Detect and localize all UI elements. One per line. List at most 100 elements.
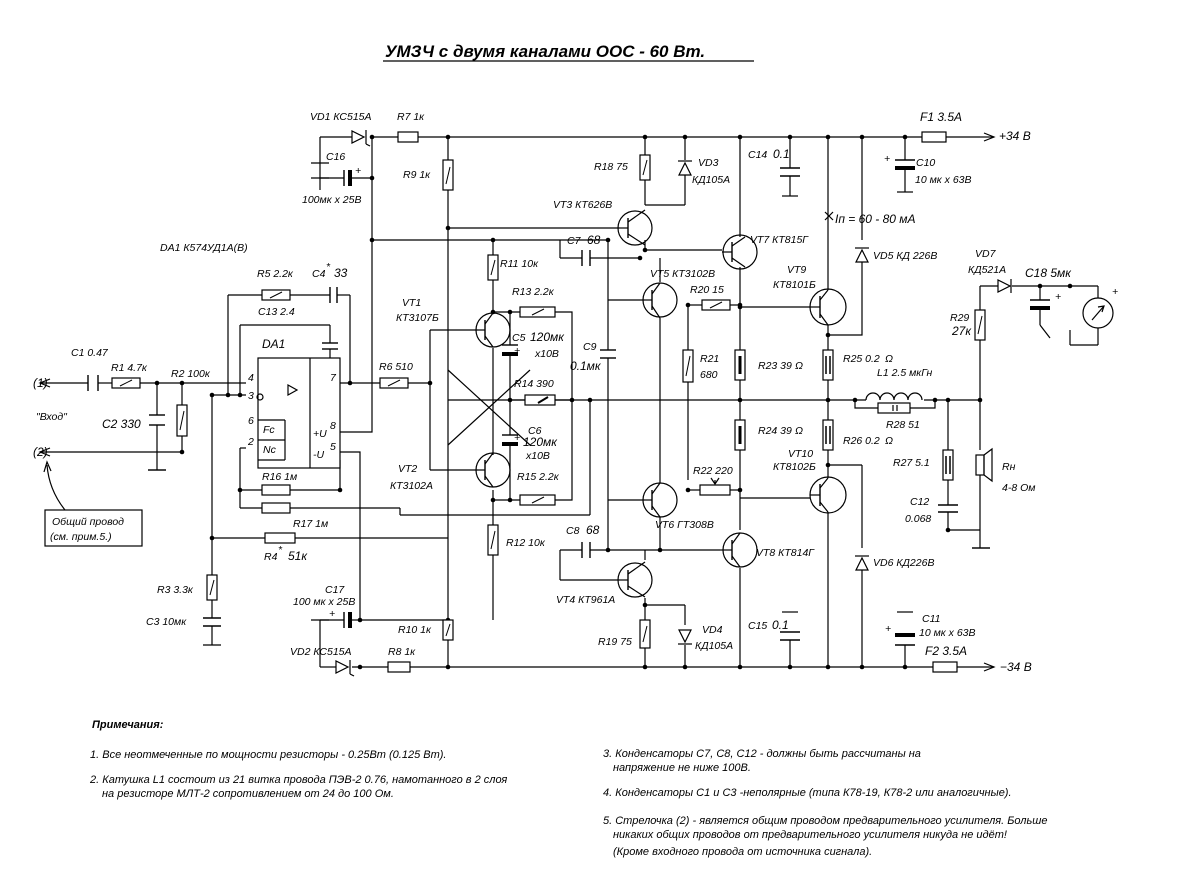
label-c10v: 10 мк х 63В (915, 174, 972, 186)
label-r18: R18 75 (594, 161, 628, 173)
wires (40, 132, 1099, 672)
label-r17: R17 1м (293, 518, 328, 530)
label-vt1t: КТ3107Б (396, 312, 439, 324)
label-c8v: 68 (586, 523, 600, 537)
label-r24-ohm: Ω (795, 425, 803, 437)
note-4: 4. Конденсаторы C1 и C3 -неполярные (тип… (603, 787, 1012, 799)
label-vminus: −34 В (1000, 660, 1032, 674)
pin-minus-u: -U (313, 449, 324, 461)
note-3a: 3. Конденсаторы C7, C8, C12 - должны быт… (603, 748, 921, 760)
label-c3: C3 10мк (146, 616, 187, 628)
label-vt3: VT3 КТ626В (553, 199, 612, 211)
meter-symbol (1082, 297, 1114, 329)
label-r20: R20 15 (690, 284, 724, 296)
label-f2: F2 3.5А (925, 644, 967, 658)
op-amp-da1 (256, 357, 341, 469)
label-r23-ohm: Ω (795, 360, 803, 372)
label-c5-plus: + (514, 345, 520, 357)
pin-3: 3 (248, 390, 254, 402)
transistors (475, 209, 847, 598)
label-c6-plus: + (514, 432, 520, 444)
label-c6v2: x10В (525, 450, 550, 462)
label-vd7: VD7 (975, 248, 997, 260)
label-r22: R22 220 (693, 465, 733, 477)
label-r21v: 680 (700, 369, 718, 381)
label-vd2: VD2 КС515А (290, 646, 352, 658)
label-rnv: 4-8 Ом (1002, 482, 1035, 494)
label-vt7: VT7 КТ815Г (750, 234, 809, 246)
label-r4v: 51к (288, 549, 308, 563)
note-1: 1. Все неотмеченные по мощности резистор… (90, 749, 446, 761)
label-c6v: 120мк (523, 435, 558, 449)
label-common-1: Общий провод (52, 516, 124, 528)
label-da1: DA1 (262, 337, 285, 351)
label-r8: R8 1к (388, 646, 416, 658)
label-r29v: 27к (951, 324, 972, 338)
note-2a: 2. Катушка L1 состоит из 21 витка провод… (89, 774, 507, 786)
label-vd6: VD6 КД226В (873, 557, 934, 569)
label-r28: R28 51 (886, 419, 920, 431)
note-3b: напряжение не ниже 100В. (613, 762, 751, 774)
label-r3: R3 3.3к (157, 584, 194, 596)
label-c4v: 33 (334, 266, 348, 280)
label-vd4: VD4 (702, 624, 723, 636)
label-c15: C15 (748, 620, 767, 632)
pin-8: 8 (330, 420, 336, 432)
label-r12: R12 10к (506, 537, 546, 549)
pin-2: 2 (247, 436, 254, 448)
pin-6: 6 (248, 415, 254, 427)
label-c12v: 0.068 (905, 513, 931, 525)
label-r24: R24 39 (758, 425, 792, 437)
label-c2: C2 330 (102, 417, 141, 431)
label-meter-plus: + (1112, 286, 1118, 298)
label-l1: L1 2.5 мкГн (877, 367, 933, 379)
label-vt2: VT2 (398, 463, 417, 475)
label-r11: R11 10к (500, 258, 539, 270)
label-r13: R13 2.2к (512, 286, 555, 298)
label-c5: C5 (512, 332, 526, 344)
label-vd3t: КД105А (692, 174, 730, 186)
pin-7: 7 (330, 372, 337, 384)
label-r2: R2 100к (171, 368, 211, 380)
label-r25: R25 0.2 (843, 353, 880, 365)
label-r19: R19 75 (598, 636, 632, 648)
label-c7v: 68 (587, 233, 601, 247)
label-vt2t: КТ3102А (390, 480, 433, 492)
label-c5v: 120мк (530, 330, 565, 344)
label-c13: C13 2.4 (258, 306, 295, 318)
label-c5v2: x10В (534, 348, 559, 360)
label-vplus: +34 В (999, 129, 1031, 143)
label-vd7t: КД521А (968, 264, 1006, 276)
label-c10-plus: + (884, 153, 890, 165)
label-common-2: (см. прим.5.) (50, 531, 112, 543)
label-r15: R15 2.2к (517, 471, 560, 483)
label-c10: C10 (916, 157, 935, 169)
label-vd3: VD3 (698, 157, 719, 169)
label-vhod: "Вход" (36, 411, 68, 423)
label-vt1: VT1 (402, 297, 421, 309)
note-5c: (Кроме входного провода от источника сиг… (613, 846, 872, 858)
note-5a: 5. Стрелочка (2) - является общим провод… (603, 815, 1048, 827)
label-r1: R1 4.7к (111, 362, 148, 374)
label-c14v: 0.1 (773, 147, 790, 161)
notes-section: Примечания: 1. Все неотмеченные по мощно… (89, 719, 1048, 858)
label-c6: C6 (528, 425, 542, 437)
label-c11: C11 (922, 613, 940, 625)
resistors (111, 131, 986, 673)
label-r26: R26 0.2 (843, 435, 880, 447)
label-c16: C16 (326, 151, 345, 163)
label-r9: R9 1к (403, 169, 431, 181)
label-c11-plus: + (885, 623, 891, 635)
label-vd4t: КД105А (695, 640, 733, 652)
label-vt8: VT8 КТ814Г (756, 547, 815, 559)
label-c16-plus: + (355, 165, 361, 177)
label-c4: C4 (312, 268, 326, 280)
label-vt4: VT4 КТ961А (556, 594, 615, 606)
pin-5: 5 (330, 441, 336, 453)
label-input-2: (2) (33, 445, 48, 459)
label-f1: F1 3.5А (920, 110, 962, 124)
notes-heading: Примечания: (92, 719, 164, 731)
inductor-l1 (865, 392, 923, 401)
label-c12: C12 (910, 496, 929, 508)
